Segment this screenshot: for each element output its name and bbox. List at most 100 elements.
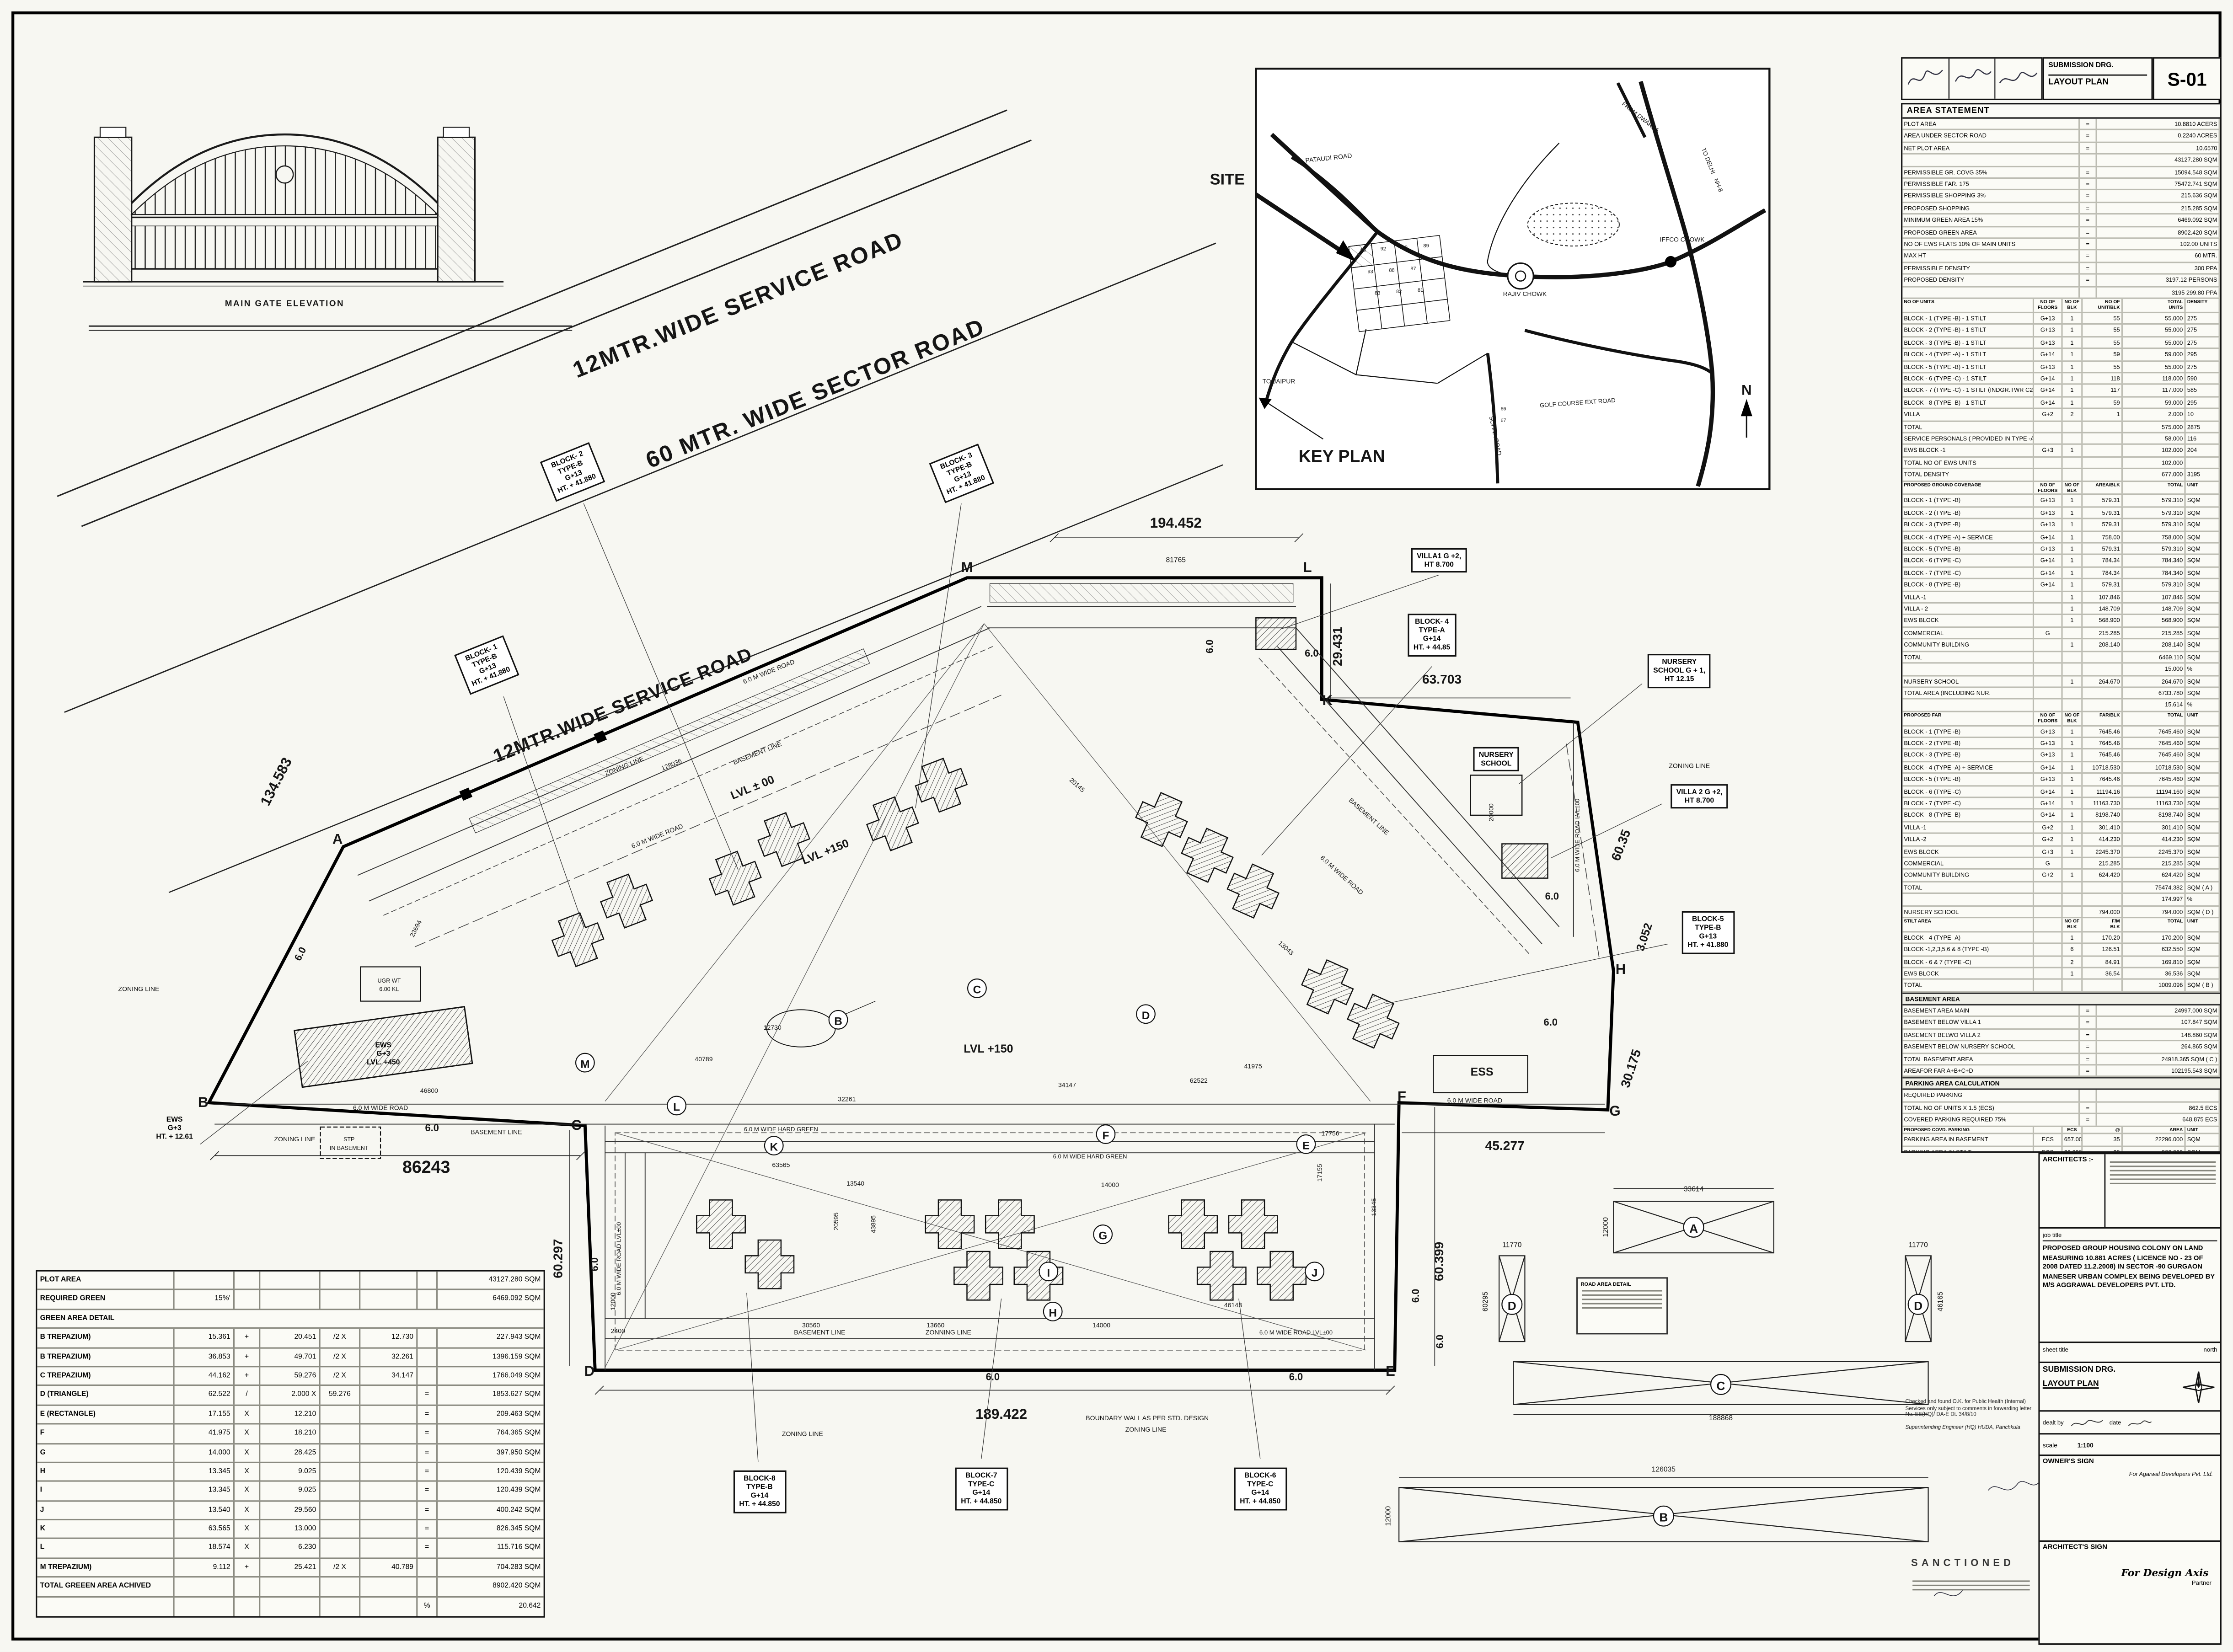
table-cell — [360, 1501, 418, 1519]
table-cell: SQM — [2186, 543, 2220, 554]
table-cell: BLOCK - 7 (TYPE -C) — [1902, 798, 2035, 809]
table-cell — [321, 1520, 361, 1539]
table-cell: TOTAL — [1902, 882, 2035, 893]
table-cell: = — [418, 1386, 438, 1404]
table-cell: 300 PPA — [2097, 263, 2220, 274]
table-cell: SQM — [2186, 726, 2220, 737]
table-cell: 75472.741 SQM — [2097, 179, 2220, 190]
tower-footprint — [551, 912, 605, 968]
table-cell: 579.310 — [2123, 507, 2186, 519]
table-cell: 579.310 — [2123, 579, 2186, 590]
table-cell — [2034, 968, 2063, 979]
table-cell: 1396.159 SQM — [493, 1352, 541, 1361]
road-area-detail-figures — [1398, 1188, 1932, 1543]
table-cell: SQM — [2186, 1147, 2220, 1152]
table-cell — [360, 1424, 418, 1443]
table-cell: D (TRIANGLE) — [37, 1386, 175, 1404]
table-cell: BLOCK - 4 (TYPE -A) - 1 STILT — [1902, 349, 2035, 360]
dimension: 43895 — [869, 1215, 877, 1233]
table-cell — [2083, 980, 2123, 991]
tower-footprint — [1226, 863, 1280, 919]
boundary-letter: B — [198, 1094, 209, 1110]
table-cell: 295 — [2186, 397, 2220, 408]
table-cell: 170.200 — [2123, 932, 2186, 943]
table-cell — [2034, 591, 2063, 603]
road-label: 12MTR.WIDE SERVICE ROAD — [490, 643, 755, 767]
table-cell: PERMISSIBLE FAR. 175 — [1902, 179, 2080, 190]
approval-notes: Checked and found O.K. for Public Health… — [1905, 1399, 2034, 1431]
dimension: 14000 — [1101, 1181, 1119, 1188]
table-cell: BLOCK - 2 (TYPE -B) - 1 STILT — [1902, 325, 2035, 336]
table-cell — [360, 1482, 418, 1500]
table-cell: 1 — [2063, 750, 2083, 761]
dimension: 6.0 — [1410, 1289, 1421, 1303]
table-cell: = — [2080, 1017, 2097, 1028]
table-cell: 102.00 UNITS — [2097, 239, 2220, 250]
table-cell: 15094.548 SQM — [2097, 166, 2220, 177]
boundary-letter: A — [332, 831, 343, 847]
table-cell: 7645.460 — [2123, 738, 2186, 749]
svg-text:M: M — [580, 1058, 589, 1070]
table-cell: TOTAL — [2123, 918, 2186, 931]
table-cell: VILLA -2 — [1902, 834, 2035, 845]
table-cell — [2034, 457, 2063, 468]
svg-text:A: A — [1689, 1222, 1698, 1235]
table-row: BASEMENT AREA MAIN=24997.000 SQM — [1902, 1005, 2220, 1017]
table-cell: G+13 — [2034, 337, 2063, 348]
table-cell: 1 — [2063, 543, 2083, 554]
plan-text: 92 — [1381, 246, 1386, 251]
table-cell: /2 X — [321, 1367, 361, 1385]
table-row: PERMISSIBLE FAR. 175=75472.741 SQM — [1902, 179, 2220, 191]
table-cell: SQM — [2186, 786, 2220, 797]
table-cell: PARKING AREA IN BASEMENT — [1902, 1134, 2035, 1146]
table-cell: ECS — [2063, 1126, 2083, 1133]
table-cell: 11194.160 — [2123, 786, 2186, 797]
table-cell: SQM — [2186, 858, 2220, 869]
dimension: 41975 — [1244, 1063, 1262, 1070]
table-row: PLOT AREA=10.8810 ACERS — [1902, 118, 2220, 131]
table-cell: 6733.780 — [2123, 688, 2186, 699]
table-cell: BASEMENT BELWO VILLA 2 — [1902, 1029, 2080, 1040]
zoning-line-label: ZONNING LINE — [926, 1328, 971, 1336]
dimension: 81765 — [1166, 556, 1186, 564]
table-cell: = — [2080, 214, 2097, 226]
table-cell: EWS BLOCK — [1902, 615, 2035, 626]
table-cell: SQM — [2186, 932, 2220, 943]
table-cell: BLOCK - 3 (TYPE -B) — [1902, 750, 2035, 761]
table-cell: TOTAL AREA (INCLUDING NUR. — [1902, 688, 2035, 699]
table-cell: SQM — [2186, 870, 2220, 881]
stp-label: IN BASEMENT — [330, 1145, 369, 1151]
table-cell: 55.000 — [2123, 313, 2186, 324]
table-cell: 25.421 — [260, 1559, 321, 1577]
road-area-detail-table: ROAD AREA DETAIL — [1576, 1277, 1668, 1335]
table-cell: 2875 — [2186, 421, 2220, 432]
compass-icon — [2180, 1366, 2217, 1407]
table-cell — [321, 1424, 361, 1443]
table-cell: 3195 299.80 PPA — [2097, 287, 2220, 298]
table-cell: = — [418, 1405, 438, 1423]
table-cell: BLOCK - 4 (TYPE -A) + SERVICE — [1902, 531, 2035, 542]
dimension: 6.0 — [1544, 1016, 1558, 1028]
table-cell: TOTAL — [1902, 652, 2035, 663]
table-cell: 13.000 — [260, 1520, 321, 1539]
table-cell: 12.210 — [260, 1405, 321, 1423]
table-row: BASEMENT BELOW NURSERY SCHOOL=264.865 SQ… — [1902, 1041, 2220, 1053]
table-cell: 18.210 — [260, 1424, 321, 1443]
table-cell: = — [2080, 275, 2097, 286]
table-cell: 648.875 ECS — [2097, 1114, 2220, 1125]
table-cell: 59.276 — [260, 1367, 321, 1385]
table-cell: = — [418, 1501, 438, 1519]
table-cell — [321, 1577, 361, 1596]
table-cell: 6.230 — [260, 1540, 321, 1557]
road-area-detail-title: ROAD AREA DETAIL — [1580, 1281, 1631, 1287]
table-cell: NO OF BLK — [2063, 481, 2083, 494]
table-cell: TOTAL — [1902, 421, 2035, 432]
table-cell: 107.846 — [2083, 591, 2123, 603]
